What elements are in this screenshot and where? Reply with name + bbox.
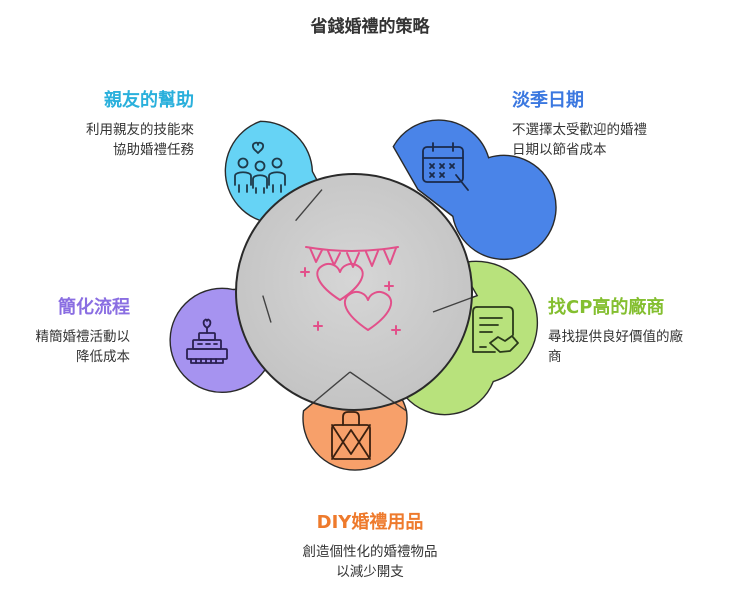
desc-line: 尋找提供良好價值的廠 bbox=[548, 329, 683, 345]
gift-box-icon bbox=[331, 411, 371, 460]
heading-vendor: 找CP高的廠商 bbox=[548, 297, 665, 318]
off-season-node bbox=[392, 119, 557, 261]
family-group-icon bbox=[234, 141, 286, 194]
heading-simplify: 簡化流程 bbox=[58, 297, 130, 318]
desc-line: 降低成本 bbox=[76, 349, 130, 365]
overlap-outlines bbox=[262, 189, 478, 412]
diagram-title: 省錢婚禮的策略 bbox=[310, 17, 430, 37]
calendar-icon bbox=[422, 142, 469, 191]
label-vendor: 找CP高的廠商 尋找提供良好價值的廠 商 bbox=[548, 293, 683, 367]
label-simplify: 簡化流程 精簡婚禮活動以 降低成本 bbox=[36, 293, 131, 367]
desc-line: 創造個性化的婚禮物品 bbox=[302, 544, 438, 560]
label-diy: DIY婚禮用品 創造個性化的婚禮物品 以減少開支 bbox=[220, 508, 520, 582]
heading-friends-help: 親友的幫助 bbox=[104, 90, 194, 111]
desc-off-season: 不選擇太受歡迎的婚禮 日期以節省成本 bbox=[512, 120, 647, 160]
desc-friends-help: 利用親友的技能來 協助婚禮任務 bbox=[86, 120, 194, 160]
desc-line: 商 bbox=[548, 349, 562, 365]
desc-line: 利用親友的技能來 bbox=[86, 122, 194, 138]
contract-handshake-icon bbox=[472, 306, 519, 353]
desc-diy: 創造個性化的婚禮物品 以減少開支 bbox=[220, 542, 520, 582]
hearts-and-bunting-icon bbox=[300, 246, 401, 335]
heading-off-season: 淡季日期 bbox=[512, 90, 584, 111]
label-friends-help: 親友的幫助 利用親友的技能來 協助婚禮任務 bbox=[86, 86, 194, 160]
label-off-season: 淡季日期 不選擇太受歡迎的婚禮 日期以節省成本 bbox=[512, 86, 647, 160]
desc-line: 協助婚禮任務 bbox=[113, 142, 194, 158]
heading-diy: DIY婚禮用品 bbox=[316, 512, 424, 533]
desc-line: 日期以節省成本 bbox=[512, 142, 607, 158]
desc-line: 精簡婚禮活動以 bbox=[35, 329, 131, 345]
desc-vendor: 尋找提供良好價值的廠 商 bbox=[548, 327, 683, 367]
desc-line: 以減少開支 bbox=[336, 564, 404, 580]
desc-line: 不選擇太受歡迎的婚禮 bbox=[512, 122, 647, 138]
desc-simplify: 精簡婚禮活動以 降低成本 bbox=[36, 327, 131, 367]
wedding-cake-icon bbox=[186, 318, 228, 364]
